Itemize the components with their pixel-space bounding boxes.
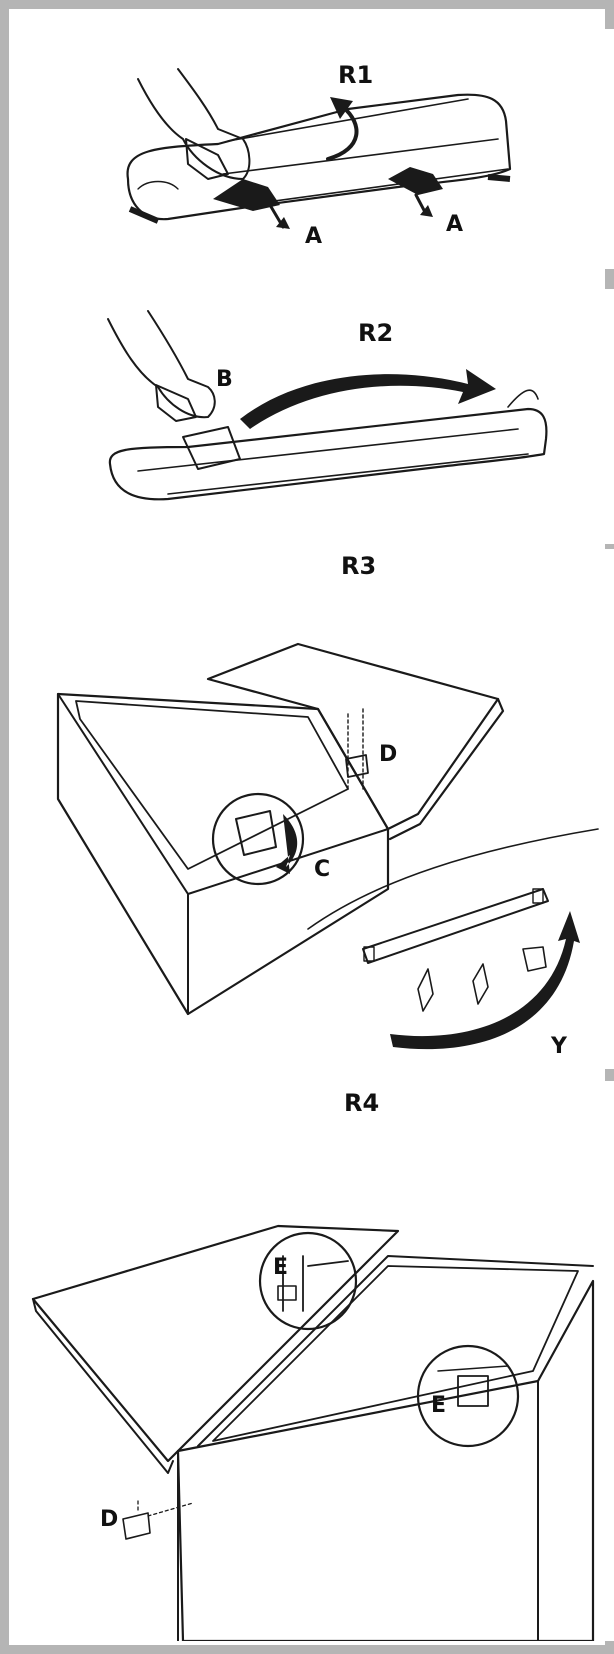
part-label-a-left: A (305, 224, 323, 249)
step-label-r3: R3 (341, 552, 377, 580)
part-label-b: B (216, 367, 233, 392)
part-label-e-top: E (273, 1255, 289, 1280)
step-r4-illustration (31, 1224, 595, 1641)
step-label-r4: R4 (344, 1089, 380, 1117)
step-r2-panel: R2 B (18, 289, 614, 544)
step-r2-illustration (107, 310, 548, 501)
part-label-c: C (314, 857, 331, 882)
step-r4-panel: R4 E E D (18, 1081, 614, 1641)
step-label-r2: R2 (358, 319, 394, 347)
step-r1-illustration (126, 68, 512, 229)
step-r3-panel: R3 D C Y (18, 549, 614, 1069)
part-label-e-right: E (431, 1393, 447, 1418)
step-r3-illustration (56, 642, 599, 1050)
part-label-d-bottom: D (100, 1507, 119, 1532)
part-label-a-right: A (446, 212, 464, 237)
part-label-y: Y (551, 1034, 567, 1059)
part-label-d: D (379, 742, 398, 767)
step-label-r1: R1 (338, 61, 374, 89)
step-r1-panel: R1 A A (18, 29, 614, 269)
